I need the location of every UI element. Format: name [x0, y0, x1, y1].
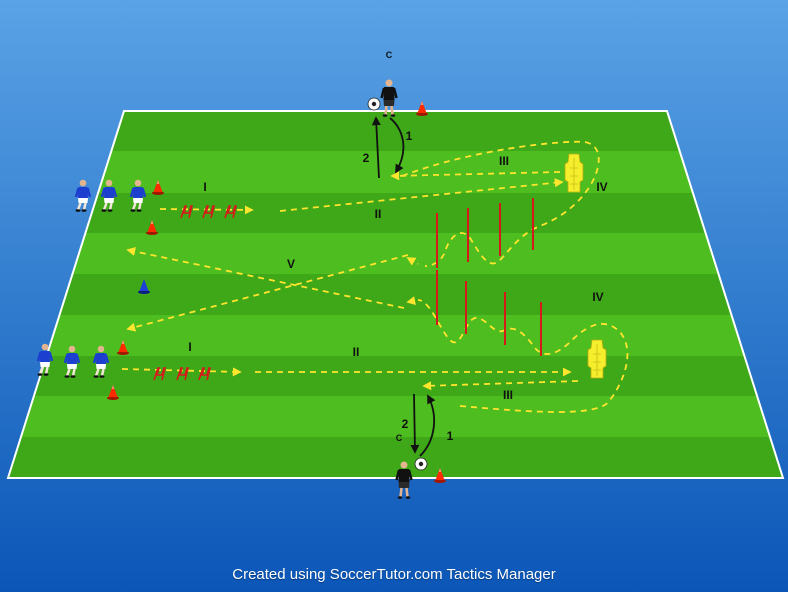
label-1-top: 1: [406, 129, 413, 143]
route-v-a: [126, 254, 409, 332]
label-2-bottom: 2: [402, 417, 409, 431]
label-2-top: 2: [363, 151, 370, 165]
slalom-poles-top: [436, 198, 534, 268]
route-iv-top: [401, 140, 600, 267]
pitch: [8, 111, 783, 478]
label-i-bottom: I: [188, 340, 191, 354]
route-labels: I II III IV V I II III IV 1 2 1 2: [188, 129, 607, 443]
cone-blue-icon: [138, 279, 150, 294]
label-1-bottom: 1: [447, 429, 454, 443]
pass-arrows-bottom: [410, 393, 436, 457]
coach-label-bottom: C: [396, 433, 403, 443]
slalom-poles-bottom: [436, 270, 542, 356]
ball-icon: [367, 97, 381, 111]
route-iv-bottom: [417, 299, 629, 413]
route-iii-bottom-return: [422, 380, 579, 391]
label-iv-bottom: IV: [592, 290, 603, 304]
route-ii-top: [279, 178, 564, 212]
route-iv-top-head: [406, 257, 419, 266]
label-iv-top: IV: [596, 180, 607, 194]
route-iv-bottom-head: [406, 296, 419, 306]
label-iii-top: III: [499, 154, 509, 168]
coach-label-top: C: [386, 50, 393, 60]
label-iii-bottom: III: [503, 388, 513, 402]
label-ii-bottom: II: [353, 345, 360, 359]
label-v: V: [287, 257, 295, 271]
label-ii-top: II: [375, 207, 382, 221]
pass-arrows-top: [371, 116, 405, 179]
route-v-b: [126, 247, 405, 309]
ball-icon: [414, 457, 428, 471]
label-i-top: I: [203, 180, 206, 194]
footer-credit: Created using SoccerTutor.com Tactics Ma…: [232, 566, 556, 583]
